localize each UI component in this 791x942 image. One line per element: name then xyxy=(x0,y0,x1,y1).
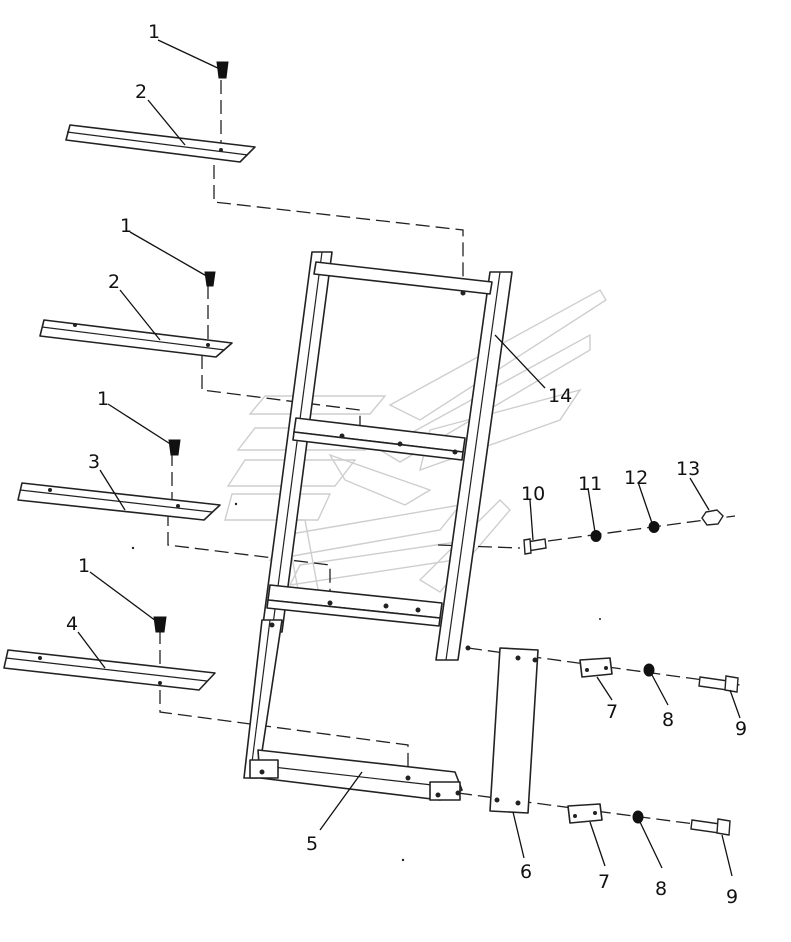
step-plate-second xyxy=(39,319,233,358)
callout-6: 6 xyxy=(520,861,532,883)
callout-3: 3 xyxy=(88,451,100,473)
ladder-frame xyxy=(243,251,513,801)
callout-1-top: 1 xyxy=(148,21,160,43)
callout-1-bottom: 1 xyxy=(78,555,90,577)
clamp-plates xyxy=(567,657,613,824)
callout-7-lower: 7 xyxy=(598,871,610,893)
callout-9-upper: 9 xyxy=(735,718,747,740)
callout-12: 12 xyxy=(624,467,648,489)
clip-fasteners xyxy=(153,61,229,633)
callout-4: 4 xyxy=(66,613,78,635)
callout-11: 11 xyxy=(578,473,602,495)
callout-5: 5 xyxy=(306,833,318,855)
callout-8-lower: 8 xyxy=(655,878,667,900)
callout-8-upper: 8 xyxy=(662,709,674,731)
callout-9-lower: 9 xyxy=(726,886,738,908)
mounting-plate xyxy=(489,647,539,814)
callout-2-second: 2 xyxy=(108,271,120,293)
scan-specks xyxy=(131,502,601,862)
hardware-set xyxy=(523,509,739,836)
callout-10: 10 xyxy=(521,483,545,505)
callout-14: 14 xyxy=(548,385,572,407)
callout-1-third: 1 xyxy=(97,388,109,410)
callout-2-top: 2 xyxy=(135,81,147,103)
step-plate-upper xyxy=(65,124,256,163)
callout-labels: 1 2 1 2 1 3 1 4 5 6 7 8 9 7 8 9 10 11 12… xyxy=(66,21,747,908)
step-plate-bottom xyxy=(3,649,216,691)
callout-13: 13 xyxy=(676,458,700,480)
leader-lines xyxy=(77,39,741,877)
callout-1-second: 1 xyxy=(120,215,132,237)
callout-7-upper: 7 xyxy=(606,701,618,723)
